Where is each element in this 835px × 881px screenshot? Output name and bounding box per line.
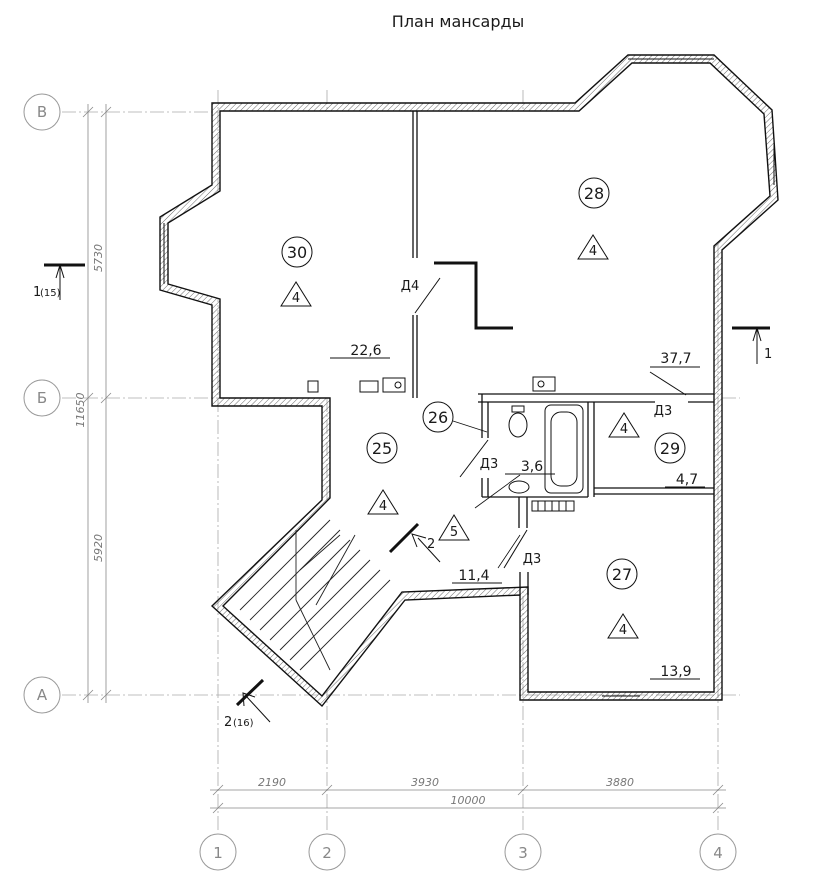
dimension-lines <box>82 104 726 814</box>
room-circle-28 <box>578 177 610 209</box>
section-1-left: 1 <box>33 285 41 300</box>
sanitary-fixtures <box>307 376 584 512</box>
section-2-mid: 2 <box>427 537 435 552</box>
vent-shaft-1 <box>307 380 319 393</box>
room-num-28: 28 <box>584 184 604 203</box>
door-swings <box>414 277 687 569</box>
toilet <box>508 412 528 438</box>
door-label-d3-25: Д3 <box>480 457 498 472</box>
room-num-30: 30 <box>287 243 307 262</box>
plan-title: План мансарды <box>392 12 524 31</box>
axis-label-3: 3 <box>518 844 528 862</box>
finish-triangles <box>280 234 640 639</box>
room-circle-29 <box>654 432 686 464</box>
section-1-right: 1 <box>764 347 772 362</box>
room-num-29: 29 <box>660 439 680 458</box>
axis-marker-b <box>23 379 61 417</box>
windows <box>163 58 775 697</box>
axis-marker-1 <box>199 833 237 871</box>
axis-marker-4 <box>699 833 737 871</box>
room-number-circles <box>281 177 686 590</box>
tri-26 <box>438 514 470 541</box>
axis-marker-v <box>23 93 61 131</box>
row-axis-markers <box>23 93 61 714</box>
dim-5920: 5920 <box>92 534 105 562</box>
axis-label-a: А <box>37 686 48 704</box>
radiator <box>531 500 575 512</box>
dim-3880: 3880 <box>606 776 634 789</box>
tri-num-26: 5 <box>450 525 458 540</box>
tri-num-27: 4 <box>619 623 627 638</box>
axis-marker-a <box>23 676 61 714</box>
section-cut-line <box>434 261 513 330</box>
tri-25 <box>367 489 399 515</box>
tri-num-25: 4 <box>379 499 387 514</box>
dim-10000: 10000 <box>451 794 486 807</box>
washbasin <box>508 480 530 494</box>
room-circle-30 <box>281 236 313 268</box>
dim-11650: 11650 <box>74 393 87 428</box>
section-2-bottom: 2 <box>224 715 232 730</box>
tri-num-28: 4 <box>589 244 597 259</box>
room-circle-27 <box>606 558 638 590</box>
interior-partitions <box>412 111 714 595</box>
dim-3930: 3930 <box>411 776 439 789</box>
axis-marker-3 <box>504 833 542 871</box>
leader-26 <box>452 420 488 433</box>
dim-2190: 2190 <box>258 776 286 789</box>
area-30: 22,6 <box>350 343 381 359</box>
area-29: 4,7 <box>676 472 698 488</box>
vent-shaft-2 <box>359 380 379 393</box>
room-num-26: 26 <box>428 408 448 427</box>
area-27: 13,9 <box>660 664 691 680</box>
axis-label-v: В <box>37 103 47 121</box>
axis-label-1: 1 <box>213 844 223 862</box>
tri-28 <box>577 234 609 260</box>
dim-5730: 5730 <box>92 244 105 272</box>
tri-30 <box>280 281 312 307</box>
section-1-left-ref: (15) <box>40 288 61 299</box>
door-label-d3-27: Д3 <box>523 552 541 567</box>
staircase <box>239 519 391 671</box>
area-28: 37,7 <box>660 351 691 367</box>
vent-shaft-3 <box>382 377 406 393</box>
door-label-d3-29: Д3 <box>654 404 672 419</box>
axis-label-b: Б <box>37 389 47 407</box>
axis-label-4: 4 <box>713 844 723 862</box>
area-underlines <box>330 357 705 680</box>
exterior-walls <box>159 54 779 708</box>
axis-label-2: 2 <box>322 844 332 862</box>
tri-27 <box>607 613 639 639</box>
room-num-27: 27 <box>612 565 632 584</box>
col-axis-markers <box>199 833 737 871</box>
room-num-25: 25 <box>372 439 392 458</box>
door-label-d4: Д4 <box>401 279 419 294</box>
tri-29 <box>608 412 640 438</box>
area-25: 11,4 <box>458 568 489 584</box>
area-26: 3,6 <box>521 459 543 475</box>
section-2-bottom-ref: (16) <box>233 718 254 729</box>
tri-num-30: 4 <box>292 291 300 306</box>
section-markers <box>44 263 770 723</box>
room-circle-26 <box>422 401 454 433</box>
tri-num-29: 4 <box>620 422 628 437</box>
axis-marker-2 <box>308 833 346 871</box>
room-circle-25 <box>366 432 398 464</box>
